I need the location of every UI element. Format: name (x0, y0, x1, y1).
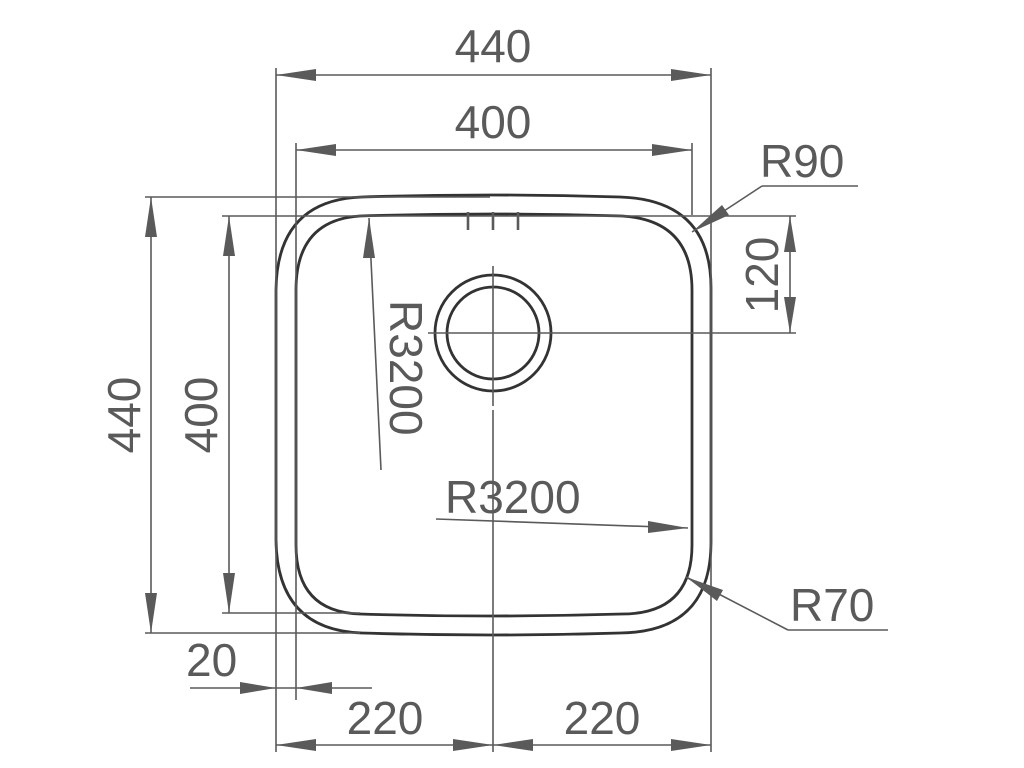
radius-outer-corner-label: R90 (760, 135, 844, 187)
dim-inner-width-label: 400 (455, 96, 532, 148)
dim-drain-offset: 120 (736, 216, 796, 333)
dim-outer-height-label: 440 (98, 377, 150, 454)
leader-inner-corner-radius: R70 (685, 576, 888, 631)
radius-side-vertical-label: R3200 (380, 300, 432, 436)
dim-half-width-left-label: 220 (347, 692, 424, 744)
dim-outer-width: 440 (276, 20, 711, 81)
extension-lines (145, 68, 796, 752)
drain (428, 266, 796, 406)
dim-outer-height: 440 (98, 197, 157, 633)
dim-half-width-right-label: 220 (564, 692, 641, 744)
dim-drain-offset-label: 120 (736, 237, 788, 314)
dim-inner-height-label: 400 (175, 377, 227, 454)
leader-side-radius-vertical: R3200 (363, 217, 432, 471)
dim-outer-width-label: 440 (455, 20, 532, 72)
dim-inner-width: 400 (296, 96, 692, 156)
dim-rim-width-label: 20 (186, 634, 237, 686)
leader-side-radius-horizontal: R3200 (435, 471, 689, 533)
leader-outer-corner-radius: R90 (691, 135, 858, 233)
dim-inner-height: 400 (175, 216, 235, 613)
dim-half-widths: 220 220 (276, 692, 711, 751)
radius-inner-corner-label: R70 (790, 579, 874, 631)
radius-side-horizontal-label: R3200 (445, 471, 581, 523)
dim-rim-width: 20 (186, 634, 372, 694)
